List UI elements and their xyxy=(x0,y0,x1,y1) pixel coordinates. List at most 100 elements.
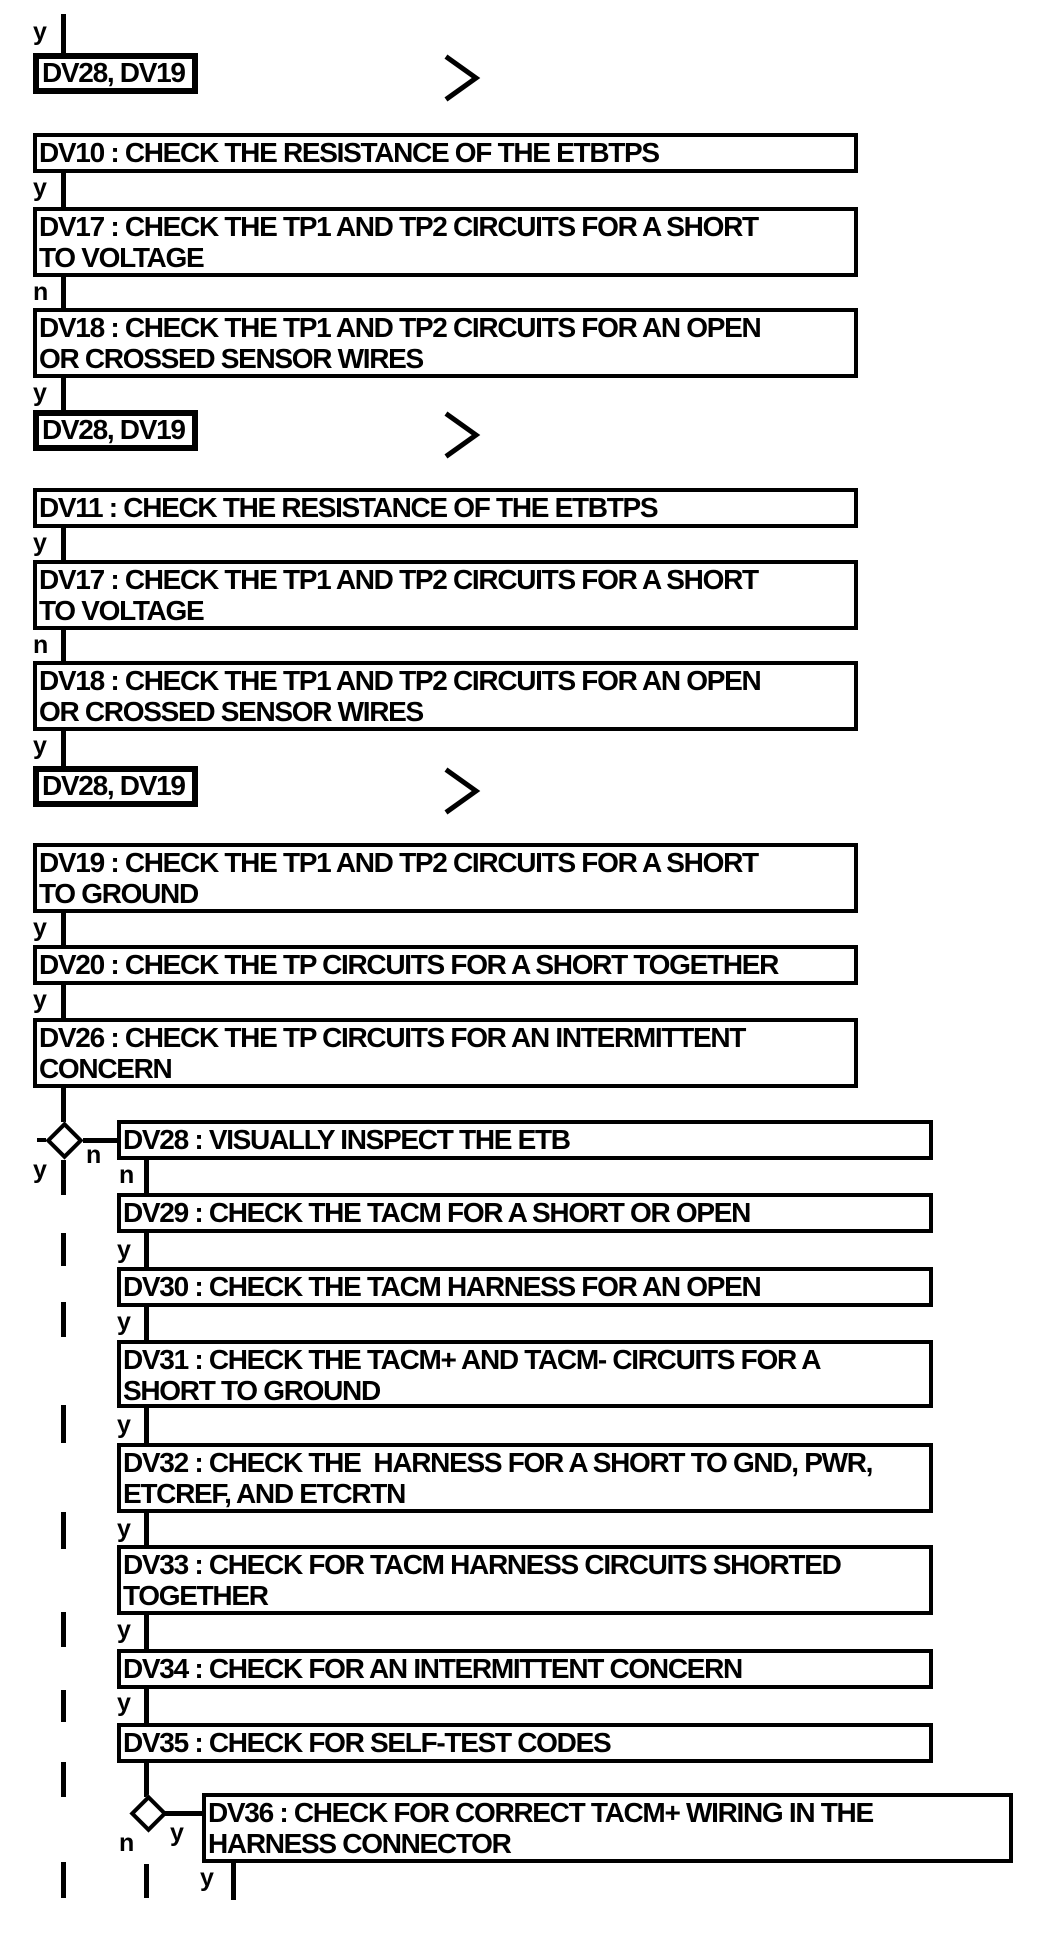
branch-label-n: n xyxy=(33,631,48,659)
ref-box-label: DV28, DV19 xyxy=(42,414,186,445)
branch-label-y: y xyxy=(33,529,47,557)
dashed-line-segment xyxy=(61,1862,66,1898)
branch-label-y: y xyxy=(117,1689,131,1717)
flow-box-dv34: DV34 : CHECK FOR AN INTERMITTENT CONCERN xyxy=(117,1649,933,1689)
dashed-line-segment xyxy=(144,1864,149,1898)
box-text: DV35 : CHECK FOR SELF-TEST CODES xyxy=(123,1727,612,1758)
box-text: DV20 : CHECK THE TP CIRCUITS FOR A SHORT… xyxy=(39,949,779,980)
branch-label-y: y xyxy=(33,732,47,760)
branch-label-y: y xyxy=(33,174,47,202)
branch-label-y: y xyxy=(33,986,47,1014)
connector-line xyxy=(144,1513,149,1545)
connector-line xyxy=(61,731,66,766)
connector-line xyxy=(61,378,66,410)
box-text: DV36 : CHECK FOR CORRECT TACM+ WIRING IN… xyxy=(208,1797,874,1828)
flow-box-dv18b: DV18 : CHECK THE TP1 AND TP2 CIRCUITS FO… xyxy=(33,661,858,731)
flow-box-dv33: DV33 : CHECK FOR TACM HARNESS CIRCUITS S… xyxy=(117,1545,933,1615)
connector-line xyxy=(144,1233,149,1267)
box-text: DV18 : CHECK THE TP1 AND TP2 CIRCUITS FO… xyxy=(39,312,762,343)
flow-box-dv36: DV36 : CHECK FOR CORRECT TACM+ WIRING IN… xyxy=(202,1793,1013,1863)
connector-line xyxy=(144,1160,149,1193)
dashed-line-segment xyxy=(61,1405,66,1443)
connector-line xyxy=(61,14,66,53)
flow-box-dv28: DV28 : VISUALLY INSPECT THE ETB xyxy=(117,1120,933,1160)
chevron-right-icon xyxy=(444,411,481,459)
connector-line xyxy=(144,1307,149,1340)
branch-label-y: y xyxy=(117,1515,131,1543)
ref-box-dv28-dv19-mid: DV28, DV19 xyxy=(33,410,198,451)
connector-line xyxy=(61,630,66,661)
box-text: DV31 : CHECK THE TACM+ AND TACM- CIRCUIT… xyxy=(123,1344,822,1375)
box-text: DV30 : CHECK THE TACM HARNESS FOR AN OPE… xyxy=(123,1271,762,1302)
connector-line xyxy=(61,1088,66,1122)
branch-label-n: n xyxy=(119,1161,134,1189)
box-text: DV32 : CHECK THE HARNESS FOR A SHORT TO … xyxy=(123,1447,873,1478)
flow-box-dv29: DV29 : CHECK THE TACM FOR A SHORT OR OPE… xyxy=(117,1193,933,1233)
connector-line xyxy=(144,1408,149,1443)
box-text: DV34 : CHECK FOR AN INTERMITTENT CONCERN xyxy=(123,1653,743,1684)
flow-box-dv17b: DV17 : CHECK THE TP1 AND TP2 CIRCUITS FO… xyxy=(33,560,858,630)
flow-box-dv31: DV31 : CHECK THE TACM+ AND TACM- CIRCUIT… xyxy=(117,1340,933,1408)
dashed-line-segment xyxy=(61,1762,66,1797)
flow-box-dv30: DV30 : CHECK THE TACM HARNESS FOR AN OPE… xyxy=(117,1267,933,1307)
box-text: TO VOLTAGE xyxy=(39,242,205,273)
ref-box-dv28-dv19-bot: DV28, DV19 xyxy=(33,766,198,807)
branch-label-y: y xyxy=(200,1864,214,1892)
flow-box-dv11: DV11 : CHECK THE RESISTANCE OF THE ETBTP… xyxy=(33,488,858,528)
ref-box-label: DV28, DV19 xyxy=(42,770,186,801)
box-text: DV17 : CHECK THE TP1 AND TP2 CIRCUITS FO… xyxy=(39,564,759,595)
dashed-line-segment xyxy=(61,1512,66,1549)
flow-box-dv18a: DV18 : CHECK THE TP1 AND TP2 CIRCUITS FO… xyxy=(33,308,858,378)
box-text: DV11 : CHECK THE RESISTANCE OF THE ETBTP… xyxy=(39,492,659,523)
branch-label-n: n xyxy=(33,278,48,306)
connector-line xyxy=(83,1138,118,1143)
connector-line xyxy=(61,277,66,308)
chevron-right-icon xyxy=(444,54,481,102)
box-text: TOGETHER xyxy=(123,1580,269,1611)
connector-line xyxy=(231,1863,236,1900)
box-text: TO VOLTAGE xyxy=(39,595,205,626)
box-text: DV18 : CHECK THE TP1 AND TP2 CIRCUITS FO… xyxy=(39,665,762,696)
decision-diamond-1 xyxy=(45,1121,84,1160)
connector-line xyxy=(61,985,66,1018)
box-text: ETCREF, AND ETCRTN xyxy=(123,1478,406,1509)
connector-stub xyxy=(37,1138,46,1142)
branch-label-y: y xyxy=(170,1819,184,1847)
branch-label-y: y xyxy=(33,1156,47,1184)
connector-line xyxy=(61,913,66,945)
connector-line xyxy=(61,1160,66,1195)
branch-label-y: y xyxy=(117,1308,131,1336)
box-text: DV29 : CHECK THE TACM FOR A SHORT OR OPE… xyxy=(123,1197,751,1228)
connector-line xyxy=(162,1811,202,1816)
box-text: DV17 : CHECK THE TP1 AND TP2 CIRCUITS FO… xyxy=(39,211,759,242)
branch-label-y: y xyxy=(33,18,47,46)
box-text: OR CROSSED SENSOR WIRES xyxy=(39,343,424,374)
flow-box-dv20: DV20 : CHECK THE TP CIRCUITS FOR A SHORT… xyxy=(33,945,858,985)
flow-box-dv26: DV26 : CHECK THE TP CIRCUITS FOR AN INTE… xyxy=(33,1018,858,1088)
branch-label-y: y xyxy=(117,1236,131,1264)
connector-line xyxy=(144,1615,149,1649)
dashed-line-segment xyxy=(61,1612,66,1647)
dashed-line-segment xyxy=(61,1690,66,1722)
branch-label-n: n xyxy=(119,1829,134,1857)
connector-line xyxy=(144,1689,149,1723)
ref-box-label: DV28, DV19 xyxy=(42,57,186,88)
flow-box-dv17a: DV17 : CHECK THE TP1 AND TP2 CIRCUITS FO… xyxy=(33,207,858,277)
box-text: DV19 : CHECK THE TP1 AND TP2 CIRCUITS FO… xyxy=(39,847,759,878)
branch-label-n: n xyxy=(86,1141,101,1169)
branch-label-y: y xyxy=(117,1616,131,1644)
box-text: SHORT TO GROUND xyxy=(123,1375,381,1406)
box-text: TO GROUND xyxy=(39,878,199,909)
chevron-right-icon xyxy=(444,767,481,815)
dashed-line-segment xyxy=(61,1302,66,1337)
box-text: DV26 : CHECK THE TP CIRCUITS FOR AN INTE… xyxy=(39,1022,746,1053)
box-text: DV33 : CHECK FOR TACM HARNESS CIRCUITS S… xyxy=(123,1549,842,1580)
branch-label-y: y xyxy=(33,914,47,942)
box-text: DV10 : CHECK THE RESISTANCE OF THE ETBTP… xyxy=(39,137,660,168)
box-text: OR CROSSED SENSOR WIRES xyxy=(39,696,424,727)
flow-box-dv19: DV19 : CHECK THE TP1 AND TP2 CIRCUITS FO… xyxy=(33,843,858,913)
ref-box-dv28-dv19-top: DV28, DV19 xyxy=(33,53,198,94)
flow-box-dv10: DV10 : CHECK THE RESISTANCE OF THE ETBTP… xyxy=(33,133,858,173)
dashed-line-segment xyxy=(61,1233,66,1266)
